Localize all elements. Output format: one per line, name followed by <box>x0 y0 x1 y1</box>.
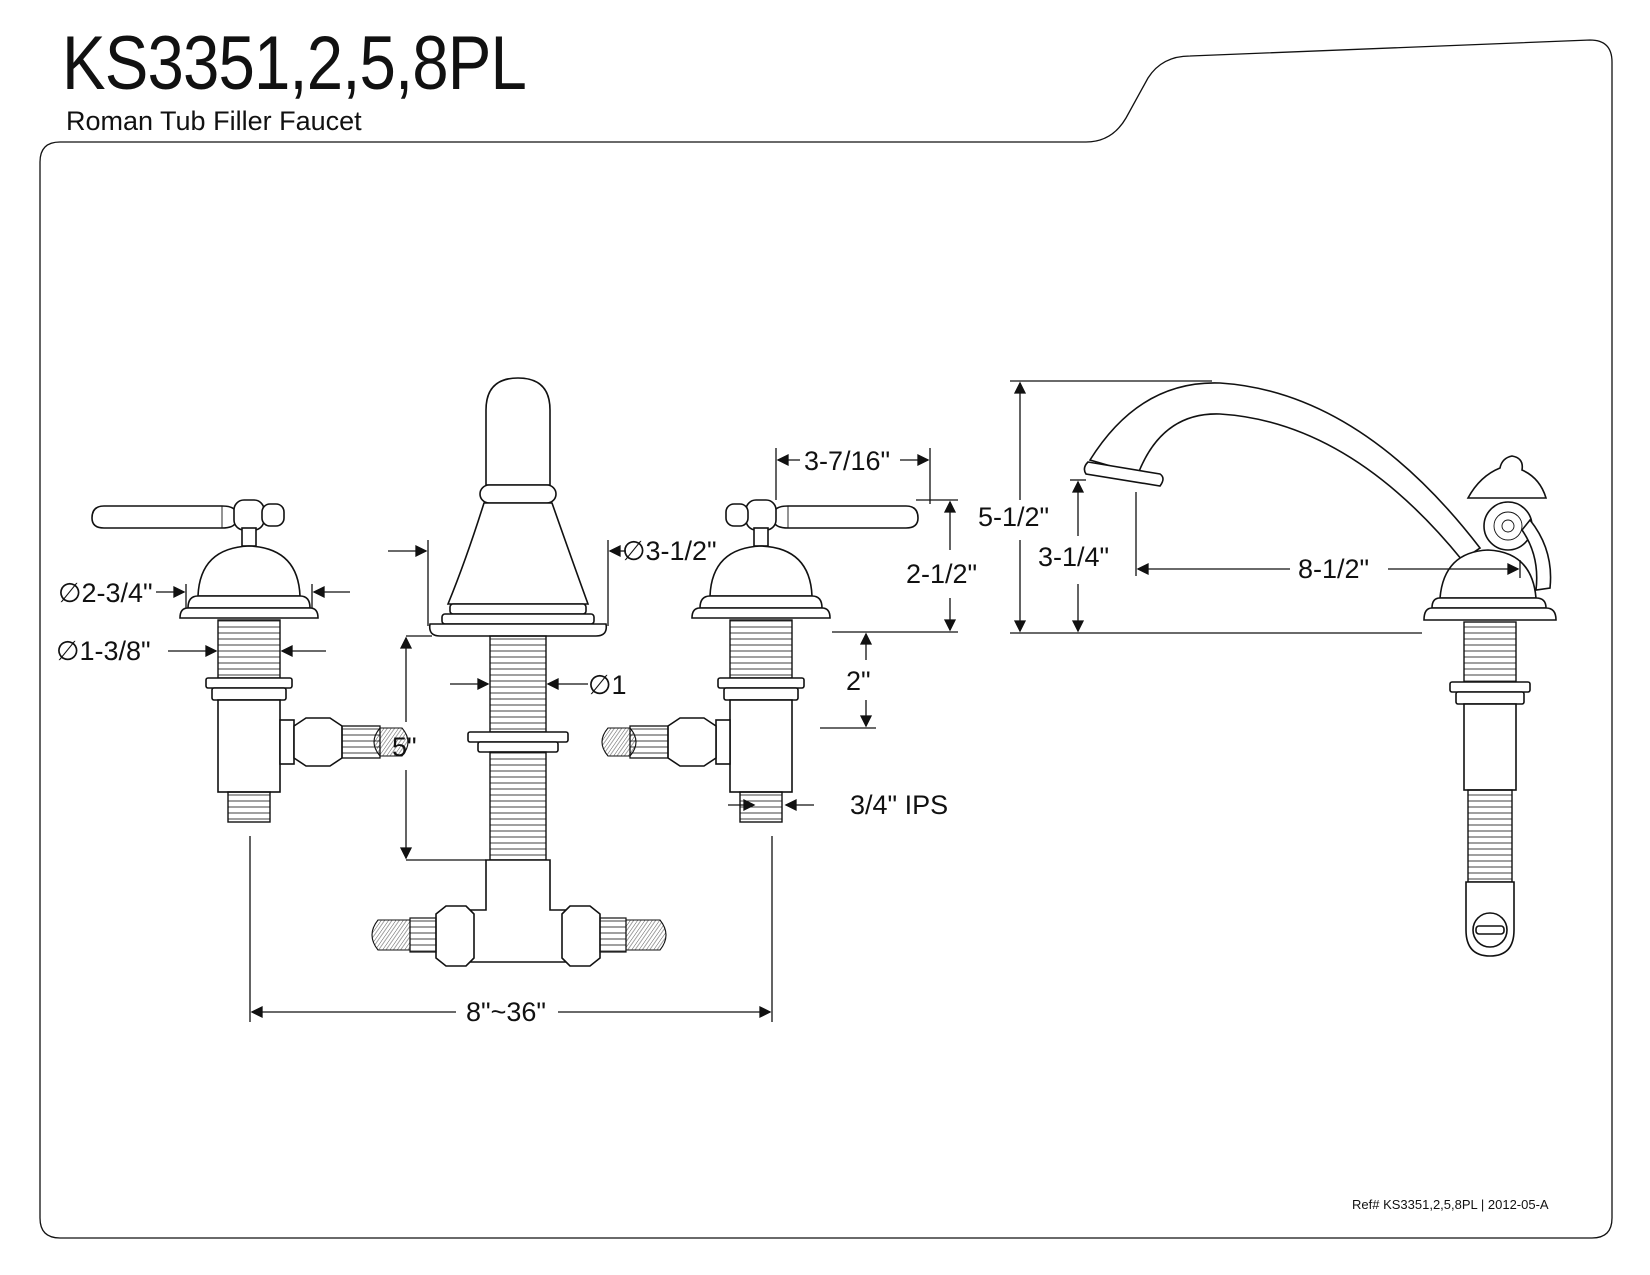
reference-number: Ref# KS3351,2,5,8PL | 2012-05-A <box>1352 1197 1549 1212</box>
dim-spread: 8"~36" <box>466 997 546 1027</box>
model-title: KS3351,2,5,8PL <box>62 21 527 106</box>
dim-handle-base-dia: ∅2-3/4" <box>58 578 153 608</box>
dim-spout-reach: 8-1/2" <box>1298 554 1369 584</box>
center-spout-valve <box>371 377 667 967</box>
dim-shank-dia: ∅1-3/8" <box>56 636 151 666</box>
product-subtitle: Roman Tub Filler Faucet <box>66 106 362 136</box>
dim-spout-height: 3-1/4" <box>1038 542 1109 572</box>
dim-spout-shank-dia: ∅1 <box>588 670 627 700</box>
dim-deck-depth: 5" <box>392 732 417 762</box>
right-handle-valve <box>601 499 919 823</box>
side-view-faucet <box>1083 382 1557 957</box>
dim-overall-height: 5-1/2" <box>978 502 1049 532</box>
sheet-border <box>39 39 1613 1239</box>
dim-shank-length: 2" <box>846 666 871 696</box>
dim-handle-width: 3-7/16" <box>804 446 890 476</box>
dim-inlet-thread: 3/4" IPS <box>850 790 948 820</box>
left-handle-valve <box>91 499 409 823</box>
dim-spout-base-dia: ∅3-1/2" <box>622 536 717 566</box>
dimension-lines <box>156 380 1521 1022</box>
dim-handle-height: 2-1/2" <box>906 559 977 589</box>
